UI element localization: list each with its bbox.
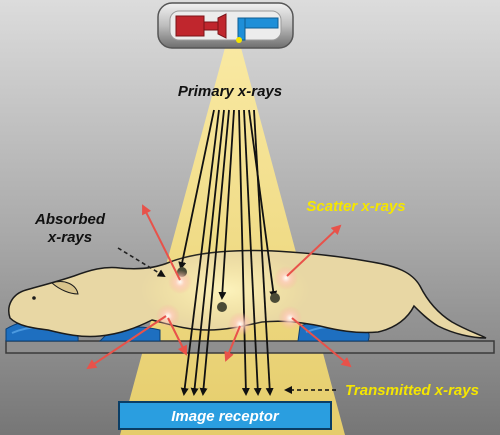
scatter-points (156, 266, 302, 336)
absorbed-xrays-label-line2: x-rays (47, 229, 92, 246)
scatter-arrows (86, 204, 352, 370)
absorbed-pointer (117, 247, 166, 278)
absorbed-xrays-label-line1: Absorbed (34, 211, 106, 228)
scatter-xrays-label: Scatter x-rays (306, 198, 405, 215)
transmitted-xrays-label: Transmitted x-rays (345, 382, 479, 399)
primary-xrays-label: Primary x-rays (178, 83, 282, 100)
primary-xray-lines (178, 109, 278, 396)
image-receptor-label: Image receptor (171, 408, 280, 425)
x-ray-tube-icon (157, 2, 294, 49)
xray-beam (120, 44, 345, 435)
x-ray-table (5, 340, 495, 354)
image-receptor (118, 401, 332, 430)
